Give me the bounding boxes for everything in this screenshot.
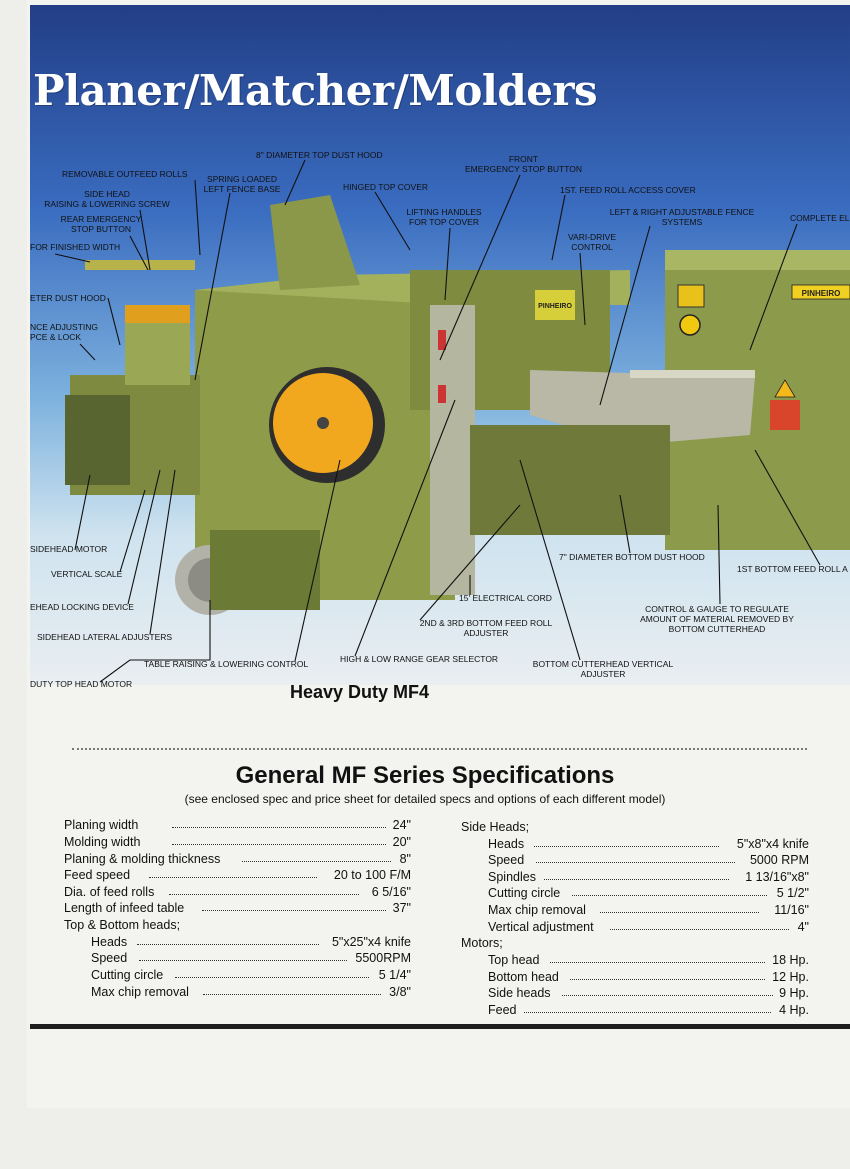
model-name: Heavy Duty MF4 [290,682,430,702]
callout-leader-lines [54,159,821,683]
callout-lifting-handles: LIFTING HANDLES FOR TOP COVER [406,207,482,227]
callout-bottom-dust-hood: 7" DIAMETER BOTTOM DUST HOOD [559,552,705,562]
callout-complete-electrical: COMPLETE EL [790,213,850,223]
cabinet-dial-icon [679,314,701,336]
section-divider [72,748,807,750]
callout-hinged-top-cover: HINGED TOP COVER [343,182,429,192]
pinheiro-badge [791,284,850,300]
pinheiro-badge-text: PINHEIRO [802,289,841,298]
callout-adjustable-fence: LEFT & RIGHT ADJUSTABLE FENCE SYSTEMS [609,207,755,227]
spec-group-heading: Side Heads; [461,820,530,834]
callout-finished-width: FOR FINISHED WIDTH [30,242,121,252]
callout-rear-emergency-stop: REAR EMERGENCY STOP BUTTON [60,214,142,234]
callout-vertical-scale: VERTICAL SCALE [51,569,123,579]
svg-text:PINHEIRO: PINHEIRO [538,303,572,310]
spec-title: General MF Series Specifications [235,762,615,789]
callout-fence-adjusting: NCE ADJUSTING PCE & LOCK [30,322,99,342]
top-dust-hood [270,195,360,290]
warning-triangle-icon [774,379,796,398]
callout-electrical-cord: 15' ELECTRICAL CORD [459,593,552,603]
spec-subtitle: (see enclosed spec and price sheet for d… [184,792,666,806]
warning-label [770,400,800,430]
spec-group-heading: Motors; [461,936,503,950]
callout-spring-loaded-fence: SPRING LOADED LEFT FENCE BASE [203,174,281,194]
callout-gauge-regulate: CONTROL & GAUGE TO REGULATE AMOUNT OF MA… [640,604,794,634]
callout-side-head-raising: SIDE HEAD RAISING & LOWERING SCREW [44,189,170,209]
machine-illustration: PINHEIRO PINHEIRO [65,195,850,615]
callout-sidehead-locking: EHEAD LOCKING DEVICE [30,602,134,612]
callout-side-dust-hood: ETER DUST HOOD [30,293,106,303]
spec-group-heading: Top & Bottom heads; [64,918,181,932]
callout-sidehead-motor: SIDEHEAD MOTOR [30,544,108,554]
callout-removable-outfeed-rolls: REMOVABLE OUTFEED ROLLS [62,169,188,179]
footer-rule [30,1024,850,1029]
callout-top-head-motor: DUTY TOP HEAD MOTOR [30,679,133,689]
machine-photo: PINHEIRO PINHEIRO [30,5,850,685]
front-badge [535,290,575,320]
callout-bottom-cutterhead-adjuster: BOTTOM CUTTERHEAD VERTICAL ADJUSTER [532,659,674,679]
callout-gear-selector: HIGH & LOW RANGE GEAR SELECTOR [340,654,499,664]
callout-table-raising: TABLE RAISING & LOWERING CONTROL [144,659,309,669]
callout-top-dust-hood: 8" DIAMETER TOP DUST HOOD [256,150,383,160]
callout-first-bottom-feed-roll: 1ST BOTTOM FEED ROLL A [737,564,848,574]
callout-first-feed-roll-cover: 1ST. FEED ROLL ACCESS COVER [560,185,696,195]
callout-sidehead-lateral: SIDEHEAD LATERAL ADJUSTERS [37,632,173,642]
control-panel [430,305,475,595]
page-title: Planer/Matcher/Molders [33,66,598,115]
callout-bottom-feed-roll-adjuster: 2ND & 3RD BOTTOM FEED ROLL ADJUSTER [419,618,553,638]
callout-vari-drive: VARI-DRIVE CONTROL [567,232,617,252]
callout-front-emergency-stop: FRONT EMERGENCY STOP BUTTON [465,154,582,174]
